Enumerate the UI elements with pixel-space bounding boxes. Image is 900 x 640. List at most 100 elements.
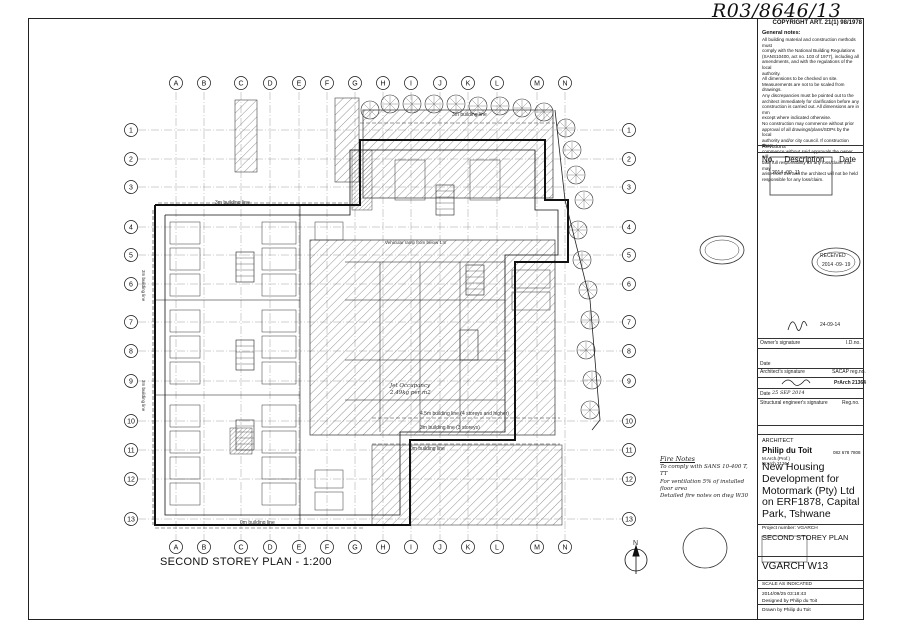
grid-column-bubble: N [558, 76, 572, 90]
svg-text:I: I [410, 545, 412, 552]
general-note-line: responsible for any loss/claim. [762, 176, 824, 182]
grid-row-bubble: 2 [124, 152, 138, 166]
general-note-line: except where indicated otherwise. [762, 115, 832, 121]
divider [757, 425, 864, 426]
north-arrow-icon [624, 544, 648, 574]
svg-text:E: E [297, 545, 302, 552]
grid-column-bubble: K [461, 76, 475, 90]
grid-row-bubble: 8 [124, 344, 138, 358]
svg-text:12: 12 [127, 477, 135, 484]
tree-icon [534, 102, 554, 122]
grid-column-bubble: N [558, 540, 572, 554]
tree-icon [556, 118, 576, 138]
grid-row-bubble: 5 [124, 248, 138, 262]
grid-row-bubble: 4 [622, 220, 636, 234]
svg-text:F: F [325, 81, 329, 88]
svg-text:H: H [380, 81, 385, 88]
general-notes-title: General notes: [762, 30, 801, 36]
grid-row-bubble: 4 [124, 220, 138, 234]
grid-column-bubble: F [320, 76, 334, 90]
tree-icon [562, 140, 582, 160]
svg-text:M: M [534, 81, 540, 88]
svg-text:7: 7 [129, 320, 133, 327]
svg-text:5: 5 [129, 253, 133, 260]
svg-text:F: F [325, 545, 329, 552]
grid-column-bubble: D [263, 540, 277, 554]
side-building-line-label: 3m building line [141, 380, 146, 412]
general-note-line: All dimensions to be checked on site. [762, 76, 838, 82]
revisions-label: Revisions [762, 144, 786, 150]
general-note-line: commence without said approvals the owne… [762, 148, 853, 160]
grid-column-bubble: D [263, 76, 277, 90]
divider [757, 398, 864, 399]
tree-icon [568, 220, 588, 240]
grid-row-bubble: 8 [622, 344, 636, 358]
general-note-line: All building material and construction m… [762, 37, 856, 48]
tree-icon [580, 310, 600, 330]
hatched-zones [229, 97, 563, 526]
revision-col-date: Date [839, 155, 856, 164]
tree-icon [566, 165, 586, 185]
grid-row-bubble: 9 [124, 374, 138, 388]
scale-note: SCALE AS INDICATED [762, 582, 813, 587]
svg-text:12: 12 [625, 477, 633, 484]
site-boundary [554, 109, 601, 431]
fire-note-line: For ventilation 5% of installed floor ar… [660, 478, 745, 493]
stamp-bottom-box [761, 535, 808, 563]
side-building-line-label: 3m building line [141, 270, 146, 302]
general-note-line: Measurements are not to be scaled from d… [762, 81, 845, 93]
grid-row-bubble: 3 [622, 180, 636, 194]
svg-text:6: 6 [627, 282, 631, 289]
divider [757, 348, 864, 349]
grid-row-bubble: 12 [124, 472, 138, 486]
svg-text:11: 11 [625, 448, 632, 455]
building-line-label: 3m building line [215, 200, 250, 206]
svg-text:11: 11 [127, 448, 134, 455]
svg-text:C: C [238, 545, 243, 552]
handwritten-fire-notes: Fire Notes To comply with SANS 10-400 T,… [660, 455, 755, 501]
divider [757, 580, 864, 581]
general-note-line: comply with the National Building Regula… [762, 48, 855, 54]
svg-text:G: G [352, 545, 357, 552]
svg-text:3: 3 [627, 185, 631, 192]
divider [757, 368, 864, 369]
drawing-frame [28, 18, 864, 620]
grid-column-bubble: E [292, 540, 306, 554]
architect-credentials: M.Arch.(Prof.) PrArch 21364 [762, 456, 790, 467]
general-note-line: amendments, and with the regulations of … [762, 59, 853, 70]
tree-icon [468, 96, 488, 116]
tree-icon [578, 280, 598, 300]
building-line-label: 3m building line [452, 112, 487, 118]
svg-text:M: M [534, 545, 540, 552]
svg-text:1: 1 [627, 128, 631, 135]
grid-column-bubble: J [433, 76, 447, 90]
grid-column-bubble: H [376, 76, 390, 90]
revisions-header: No. Description Date [762, 155, 862, 165]
grid-row-bubble: 13 [622, 512, 636, 526]
stamp-received-date-2: 2014 -09- 19 [822, 262, 851, 268]
owner-signature-label: Owner's signature [760, 340, 801, 346]
building-line-label: 3m building line (3 storeys) [420, 425, 480, 431]
drawn-by: Drawn by Philip du Toit [762, 608, 811, 613]
grid-column-bubble: I [404, 76, 418, 90]
svg-text:5: 5 [627, 253, 631, 260]
general-note-line: approval of all drawings/plans/SDPs by t… [762, 126, 850, 138]
svg-text:B: B [202, 545, 207, 552]
svg-text:G: G [352, 81, 357, 88]
grid-column-bubble: F [320, 540, 334, 554]
tree-icon [380, 94, 400, 114]
prarch-number: PrArch 21364 [834, 380, 866, 386]
plan-title: SECOND STOREY PLAN - 1:200 [160, 556, 332, 568]
drawing-number: VGARCH W13 [762, 561, 829, 572]
grid-column-bubble: G [348, 76, 362, 90]
svg-text:N: N [562, 545, 567, 552]
svg-text:K: K [466, 81, 471, 88]
grid-column-bubble: M [530, 540, 544, 554]
received-stamp-circle [682, 235, 861, 569]
general-note-line: architect immediately for clarification … [762, 98, 860, 104]
divider [757, 377, 864, 378]
grid-row-bubble: 11 [622, 443, 636, 457]
general-note-line: (SANS10400, act no. 103 of 1977), includ… [762, 53, 859, 59]
grid-column-bubble: L [490, 540, 504, 554]
